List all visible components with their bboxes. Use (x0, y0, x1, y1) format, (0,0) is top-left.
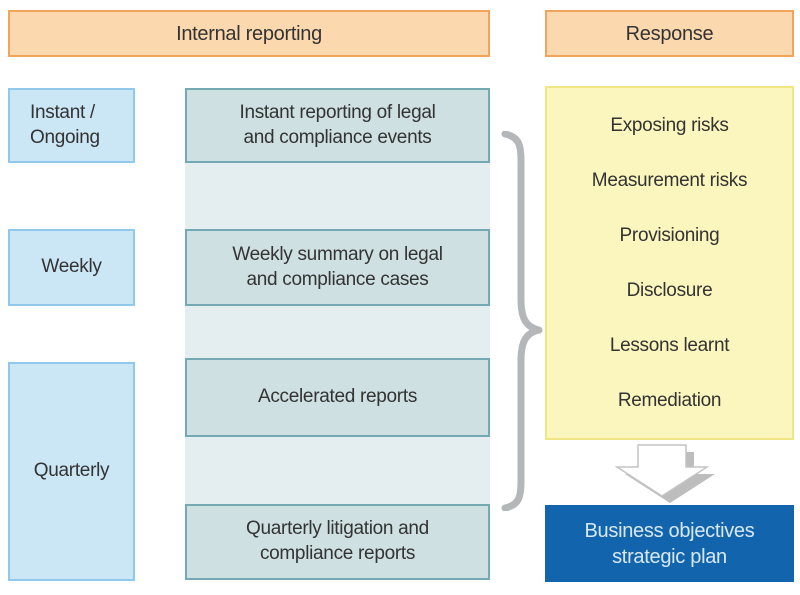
response-panel: Exposing risks Measurement risks Provisi… (545, 86, 794, 440)
down-arrow-icon (614, 444, 715, 503)
response-item-remediation: Remediation (617, 389, 722, 411)
frequency-weekly: Weekly (8, 229, 135, 306)
outcome-business-objectives: Business objectives strategic plan (545, 505, 794, 582)
reports-track (185, 90, 490, 580)
report-weekly: Weekly summary on legal and compliance c… (185, 229, 490, 306)
frequency-quarterly: Quarterly (8, 362, 135, 581)
frequency-instant-ongoing: Instant / Ongoing (8, 88, 135, 163)
header-response: Response (545, 10, 794, 57)
curly-brace-icon (501, 131, 543, 511)
response-item-provisioning: Provisioning (619, 224, 720, 246)
response-item-exposing-risks: Exposing risks (610, 114, 729, 136)
report-instant: Instant reporting of legal and complianc… (185, 88, 490, 163)
response-item-lessons-learnt: Lessons learnt (609, 334, 730, 356)
response-item-disclosure: Disclosure (626, 279, 713, 301)
report-accelerated: Accelerated reports (185, 358, 490, 437)
response-item-measurement-risks: Measurement risks (591, 169, 748, 191)
report-quarterly: Quarterly litigation and compliance repo… (185, 504, 490, 580)
header-internal-reporting: Internal reporting (8, 10, 490, 57)
